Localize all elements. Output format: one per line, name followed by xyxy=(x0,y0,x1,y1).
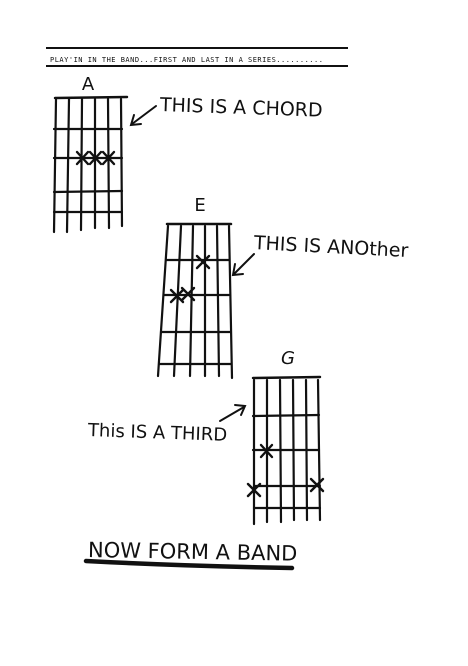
chord-g-arrow xyxy=(219,404,247,422)
chord-g-diagram xyxy=(251,375,322,526)
chord-e-finger-marks xyxy=(169,254,211,304)
chord-e-diagram xyxy=(156,222,234,380)
chord-g-name: G xyxy=(281,348,295,369)
footer-underline xyxy=(83,558,295,571)
chord-a-name: A xyxy=(81,74,95,95)
chord-a-arrow xyxy=(129,105,157,127)
chord-e-name: E xyxy=(194,195,206,216)
chord-a-finger-marks xyxy=(75,150,116,166)
chord-g-finger-marks xyxy=(246,443,325,498)
header-bottom-rule xyxy=(46,65,348,67)
header-top-rule xyxy=(46,47,348,49)
header-text: PLAY'IN IN THE BAND...FIRST AND LAST IN … xyxy=(50,56,324,64)
chord-e-arrow xyxy=(231,253,255,277)
chord-a-diagram xyxy=(52,95,129,234)
